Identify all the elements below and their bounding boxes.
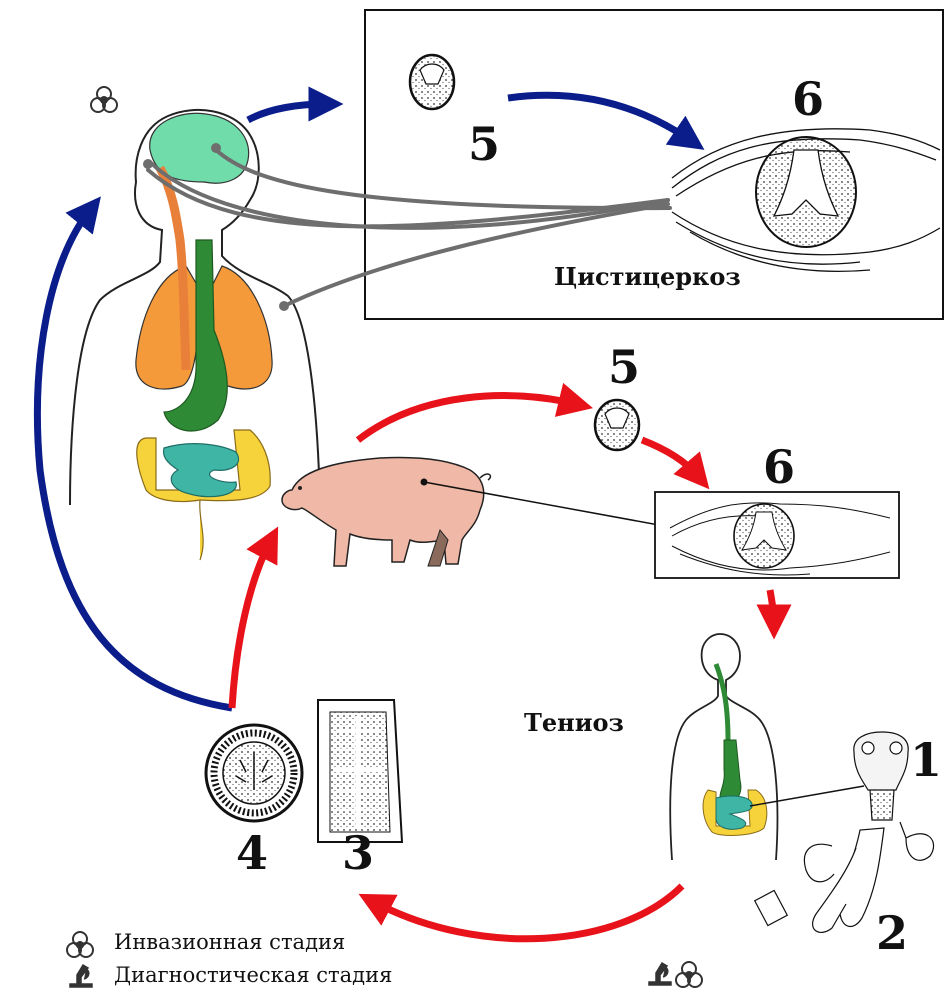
esophagus-small: [716, 664, 728, 740]
stage-1-label: 1: [910, 733, 942, 787]
pig-pointer-dot: [421, 479, 428, 486]
cysticercus-top: [410, 55, 454, 109]
stage-4-label: 4: [236, 826, 268, 880]
cysticercus-mid: [595, 400, 639, 450]
pointer-dot-brain: [211, 143, 221, 153]
gravid-proglottid: [318, 700, 402, 842]
arrow-human-to-eggs: [374, 886, 682, 939]
human-host-figure: [70, 110, 320, 560]
left-lung: [136, 266, 200, 389]
pointer-dot-lung: [279, 301, 289, 311]
stage-5-top-label: 5: [468, 117, 500, 171]
legend-invasive-stage: Инвазионная стадия: [114, 930, 345, 954]
arrow-egg-to-pig: [232, 542, 270, 708]
legend-diagnostic-stage: Диагностическая стадия: [114, 963, 392, 987]
microscope-icon: [649, 963, 671, 985]
stage-2-label: 2: [876, 906, 908, 960]
microscope-icon: [70, 965, 92, 987]
egg: [206, 725, 302, 821]
biohazard-icon: [67, 932, 93, 957]
small-intestine-small: [716, 796, 752, 829]
pointer-dot-eye: [143, 159, 153, 169]
stage-6-mid-label: 6: [763, 440, 795, 494]
cysticercosis-title: Цистицеркоз: [554, 262, 741, 291]
arrow-brain-to-box: [248, 104, 326, 120]
arrow-tissue-to-human: [770, 590, 774, 622]
intestine-pointer-line: [750, 786, 864, 806]
teniasis-title: Тениоз: [524, 708, 624, 737]
stage-5-mid-label: 5: [608, 340, 640, 394]
small-intestine: [164, 444, 239, 497]
pig-figure: [282, 458, 490, 567]
biohazard-icon: [676, 962, 702, 987]
stomach-small: [720, 740, 741, 802]
arrow-pig-to-cysticercus: [358, 396, 576, 440]
arrow-cysticercus-to-tissue-mid: [642, 440, 698, 476]
stage-6-top-label: 6: [792, 72, 824, 126]
human-definitive-host: [670, 634, 777, 860]
biohazard-icon: [91, 87, 117, 112]
stage-3-label: 3: [342, 826, 374, 880]
scolex: [854, 732, 908, 820]
